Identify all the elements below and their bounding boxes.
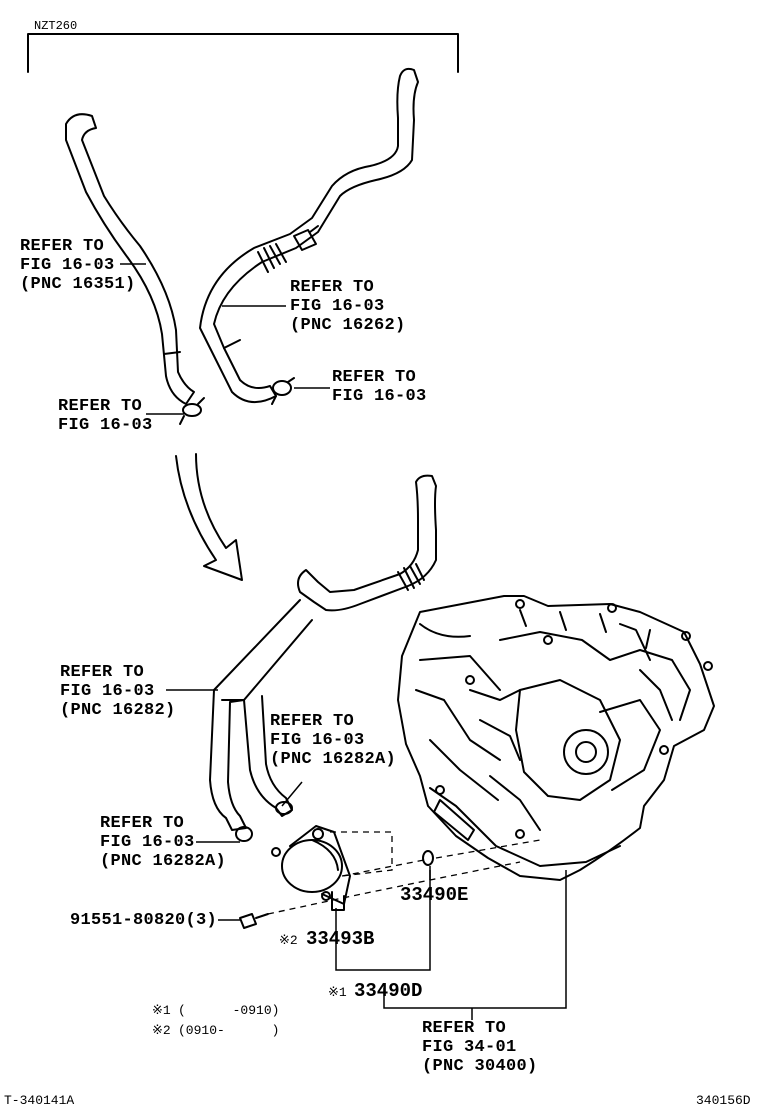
hose-16351: [65, 113, 195, 405]
part-33490D-mark: ※1: [328, 985, 347, 1000]
callout-transaxle-line3: (PNC 30400): [422, 1057, 538, 1076]
note-2-text: (0910- ): [178, 1023, 280, 1038]
part-33493B-mark: ※2: [279, 933, 298, 948]
note-1-mark: ※1: [152, 1003, 171, 1018]
dash-gasket: [341, 859, 425, 877]
part-33490D: 33490D: [354, 980, 423, 1002]
callout-clamp-left-line2: FIG 16-03: [58, 416, 153, 435]
clamp-lower: [235, 801, 293, 842]
callout-clamp-right-line2: FIG 16-03: [332, 387, 427, 406]
direction-arrow: [175, 453, 243, 581]
callout-clamp-left-line1: REFER TO: [58, 397, 143, 416]
callout-16282A-upper-line3: (PNC 16282A): [270, 750, 397, 769]
note-2-mark: ※2: [152, 1023, 171, 1038]
leader-33493B: [335, 870, 431, 971]
dash-bolt: [267, 861, 521, 915]
hose-16282: [209, 474, 437, 831]
callout-16262-line3: (PNC 16262): [290, 316, 406, 335]
part-bolt-number: 91551-80820(3): [70, 911, 218, 930]
callout-16282A-lower-line1: REFER TO: [100, 814, 185, 833]
callout-transaxle-line1: REFER TO: [422, 1019, 507, 1038]
part-33493B: 33493B: [306, 928, 375, 950]
footer-right-code: 340156D: [696, 1093, 751, 1108]
model-code: NZT260: [34, 19, 78, 33]
dash-cooler-top: [330, 831, 393, 877]
transaxle-unit: [397, 595, 715, 881]
part-33490E: 33490E: [400, 884, 469, 906]
footer-left-code: T-340141A: [4, 1093, 75, 1108]
clamp-left-top: [179, 397, 205, 425]
callout-16262-line2: FIG 16-03: [290, 297, 385, 316]
callout-clamp-right-line1: REFER TO: [332, 368, 417, 387]
callout-16282A-lower-line2: FIG 16-03: [100, 833, 195, 852]
callout-16282-line1: REFER TO: [60, 663, 145, 682]
callout-16351-line2: FIG 16-03: [20, 256, 115, 275]
bolt-part: [239, 913, 269, 929]
callout-16282-line3: (PNC 16282): [60, 701, 176, 720]
callout-16282-line2: FIG 16-03: [60, 682, 155, 701]
model-bracket: [27, 33, 459, 73]
callout-16282A-upper-line1: REFER TO: [270, 712, 355, 731]
note-1-text: ( -0910): [178, 1003, 280, 1018]
callout-16282A-upper-line2: FIG 16-03: [270, 731, 365, 750]
dash-transaxle: [435, 839, 541, 859]
clamp-right-top: [271, 225, 319, 405]
callout-16351-line3: (PNC 16351): [20, 275, 136, 294]
gasket-part: [422, 850, 434, 866]
callout-16262-line1: REFER TO: [290, 278, 375, 297]
hose-16262: [199, 67, 419, 403]
oil-cooler: [271, 825, 351, 911]
leader-33490D: [383, 870, 567, 1009]
callout-16282A-lower-line3: (PNC 16282A): [100, 852, 227, 871]
callout-16351-line1: REFER TO: [20, 237, 105, 256]
leader-16282A-upper: [281, 781, 303, 807]
callout-transaxle-line2: FIG 34-01: [422, 1038, 517, 1057]
